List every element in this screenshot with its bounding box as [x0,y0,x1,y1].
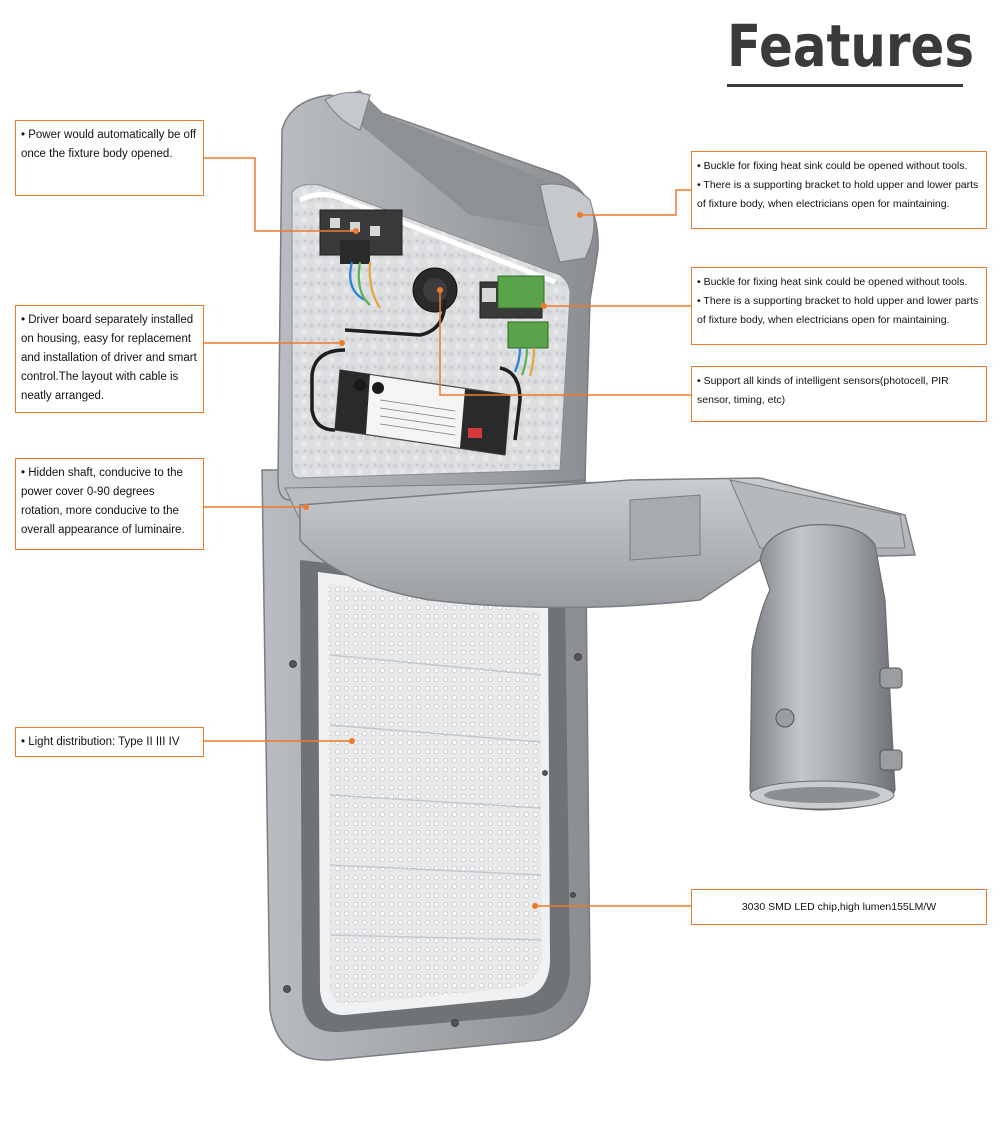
leader-dots [303,212,583,909]
arm-clamp [629,494,701,561]
upper-cover-hinge-right [539,183,595,263]
title-underline [727,84,963,87]
callout-buckle-mid-line2: • There is a supporting bracket to hold … [697,295,979,326]
callout-power-off-text: • Power would automatically be off once … [21,129,197,160]
callout-led-chip: 3030 SMD LED chip,high lumen155LM/W [691,889,987,925]
callout-led-chip-text: 3030 SMD LED chip,high lumen155LM/W [741,900,937,913]
cables [349,261,536,377]
screws [283,653,582,1027]
pole-adaptor [749,524,896,811]
adaptor-bolts [775,667,903,771]
led-driver [334,369,511,456]
black-cables [310,299,522,441]
tray-rim [298,192,556,285]
callout-hidden-shaft: • Hidden shaft, conducive to the power c… [15,458,204,550]
terminal-block-left [319,209,403,264]
callout-driver-board: • Driver board separately installed on h… [15,305,204,413]
callout-buckle-mid-line1: • Buckle for fixing heat sink could be o… [697,276,968,288]
callout-driver-board-text: • Driver board separately installed on h… [21,314,197,402]
leader-lines [204,157,691,907]
callout-light-distribution: • Light distribution: Type II III IV [15,727,204,757]
callout-buckle-top-line2: • There is a supporting bracket to hold … [697,179,979,210]
callout-sensors: • Support all kinds of intelligent senso… [691,366,987,422]
arm-clamp-right [729,479,906,549]
led-array [328,584,542,1005]
callout-light-distribution-text: • Light distribution: Type II III IV [21,736,180,748]
callout-power-off: • Power would automatically be off once … [15,120,204,196]
callout-sensors-text: • Support all kinds of intelligent senso… [697,375,949,406]
callout-buckle-top: • Buckle for fixing heat sink could be o… [691,151,987,229]
terminal-block-right [479,275,549,349]
callout-buckle-mid: • Buckle for fixing heat sink could be o… [691,267,987,345]
callout-buckle-top-line1: • Buckle for fixing heat sink could be o… [697,160,968,172]
upper-cover-hinge-left [324,91,371,131]
upper-cover-lid [330,90,560,230]
led-module-dividers [329,654,542,941]
callout-hidden-shaft-text: • Hidden shaft, conducive to the power c… [21,467,185,536]
